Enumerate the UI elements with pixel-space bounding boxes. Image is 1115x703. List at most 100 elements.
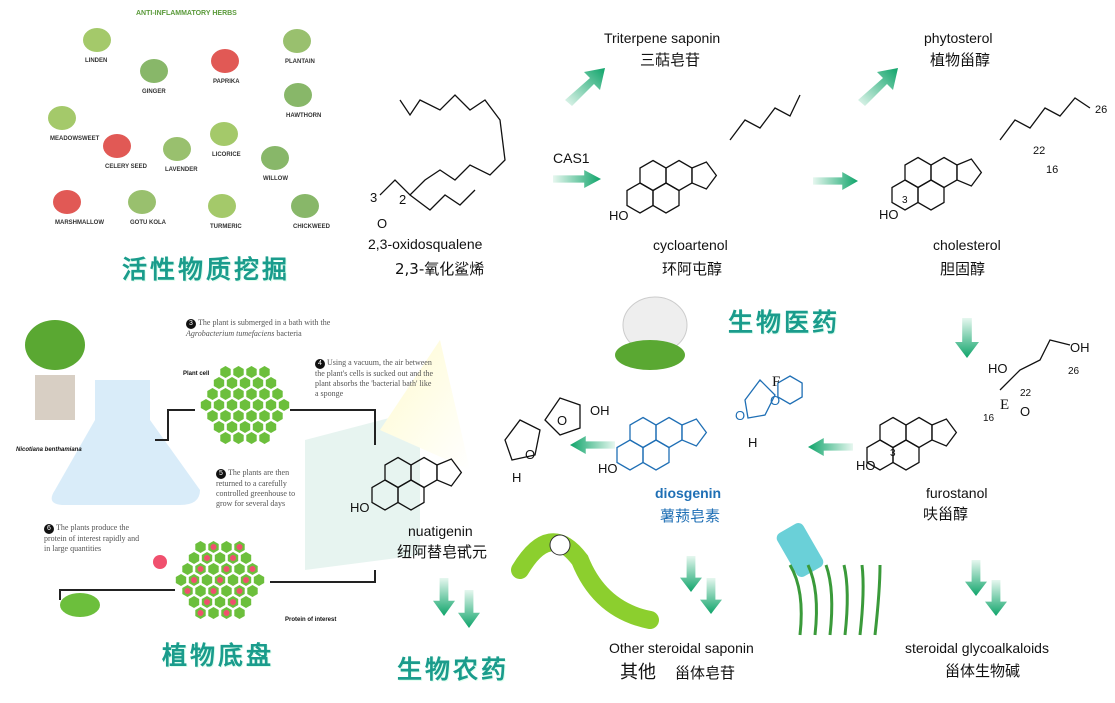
herb-illustration <box>291 194 319 218</box>
plant-cell-hex <box>259 366 270 378</box>
protein-dot <box>217 577 223 583</box>
herb-illustration <box>210 122 238 146</box>
atom-label: HO <box>988 361 1008 376</box>
step-number: 5 <box>216 469 226 479</box>
nuatigenin-ring-e <box>504 419 541 461</box>
protein-cell-hex <box>253 574 265 586</box>
protein-cell-hex <box>214 552 226 564</box>
plant-cell-hex <box>252 399 264 411</box>
caterpillar-eye <box>549 534 571 556</box>
protein-dot <box>191 577 197 583</box>
step-text: Using a vacuum, the air between the plan… <box>315 358 434 398</box>
diosgenin-ring-e <box>744 379 776 419</box>
diosgenin-label: diosgenin <box>655 485 722 501</box>
glycoalkaloids-zh: 甾体生物碱 <box>945 662 1021 680</box>
atom-label: H <box>748 435 758 450</box>
flow-arrow <box>813 172 858 190</box>
plant-cell-hex <box>220 366 231 378</box>
plant-cell-hex <box>239 377 251 389</box>
plant-cell-hex <box>239 399 251 411</box>
atom-label: 26 <box>1095 104 1108 116</box>
atom-label: 26 <box>1068 366 1080 377</box>
leaves-icon <box>615 340 685 370</box>
nuatigenin-zh: 纽阿替皂甙元 <box>397 543 488 561</box>
cholesterol-label: cholesterol <box>933 237 1001 253</box>
protein-cell-hex <box>240 596 252 608</box>
plant-cell-hex <box>272 388 283 400</box>
herb-illustration <box>163 137 191 161</box>
protein-dot <box>230 599 236 605</box>
enzyme-cas1: CAS1 <box>553 150 590 166</box>
title-biomedicine: 生物医药 <box>728 308 841 337</box>
oxidosqualene-label: 2,3-oxidosqualene <box>368 236 483 252</box>
diosgenin-ring-f <box>777 375 803 405</box>
herb-label: PAPRIKA <box>213 79 240 85</box>
title-biopesticide: 生物农药 <box>397 655 510 684</box>
cycloartenol-ring-d <box>691 161 718 190</box>
protein-dot <box>236 588 243 594</box>
cycloartenol-ring-c <box>665 159 693 192</box>
herb-illustration <box>261 146 289 170</box>
oxidosqualene-zh: 2,3-氧化鲨烯 <box>395 260 485 278</box>
other-saponin-label: Other steroidal saponin <box>609 640 754 656</box>
herb-illustration <box>208 194 236 218</box>
herb-illustration <box>48 106 76 130</box>
atom-label: HO <box>598 461 618 476</box>
protein-dot <box>197 610 204 616</box>
atom-label: O <box>770 393 781 408</box>
rice-plant <box>824 564 834 636</box>
herb-label: CELERY SEED <box>105 164 148 170</box>
plant-cell-hex <box>220 432 231 444</box>
protein-dot <box>236 544 243 550</box>
furostanol-ring-c2 <box>879 416 907 449</box>
cholesterol-ring-d <box>956 158 983 187</box>
herb-label: PLANTAIN <box>285 59 315 65</box>
plant-cell-hex <box>233 388 244 400</box>
rice-plant <box>842 564 849 636</box>
furostanol-label: furostanol <box>926 485 988 501</box>
greenhouse <box>305 410 420 570</box>
flow-arrow <box>985 580 1007 616</box>
herb-label: LINDEN <box>85 58 108 64</box>
glycoalkaloids-label: steroidal glycoalkaloids <box>905 640 1049 656</box>
herb-label: MEADOWSWEET <box>50 136 100 142</box>
diosgenin-ring-d <box>681 418 708 447</box>
plant-cell-hex <box>213 421 225 433</box>
side-chain <box>729 94 801 141</box>
protein-cell-hex <box>247 585 258 597</box>
pot <box>35 375 75 420</box>
protein-cell-hex <box>234 563 245 575</box>
step-number: 4 <box>315 359 325 369</box>
cholesterol-ring-c <box>930 156 958 189</box>
step-number: 3 <box>186 319 196 329</box>
atom-label: HO <box>609 208 629 223</box>
step-tail: bacteria <box>276 329 302 338</box>
atom-label: O <box>377 216 388 231</box>
plant-cell-hex <box>246 410 257 422</box>
protein-dot <box>230 555 236 561</box>
protein-cell-hex <box>182 563 193 575</box>
phytosterol-zh: 植物甾醇 <box>930 51 991 69</box>
plant-cell-hex <box>259 388 270 400</box>
diosgenin-ring-c <box>655 416 683 449</box>
diosgenin-zh: 薯蓣皂素 <box>660 507 721 525</box>
plant-cell-hex <box>207 388 218 400</box>
flow-arrow <box>680 556 702 592</box>
flow-arrow <box>965 560 987 596</box>
step-text: The plants are then returned to a carefu… <box>216 468 296 508</box>
furostanol-ring-c <box>905 416 933 449</box>
atom-label: 3 <box>890 448 896 459</box>
protein-ball <box>153 555 167 569</box>
protein-cell-hex <box>201 574 213 586</box>
side-chain <box>999 339 1071 391</box>
oxidosqualene-chain <box>409 189 476 211</box>
protein-label: Protein of interest <box>285 617 337 623</box>
protein-dot <box>249 566 256 572</box>
protein-cell-hex <box>208 607 219 619</box>
plant-cell-hex <box>259 432 270 444</box>
process-arrow <box>59 589 175 600</box>
phytosterol-label: phytosterol <box>924 30 993 46</box>
herb-label: TURMERIC <box>210 224 242 230</box>
plant-cell-hex <box>233 366 244 378</box>
